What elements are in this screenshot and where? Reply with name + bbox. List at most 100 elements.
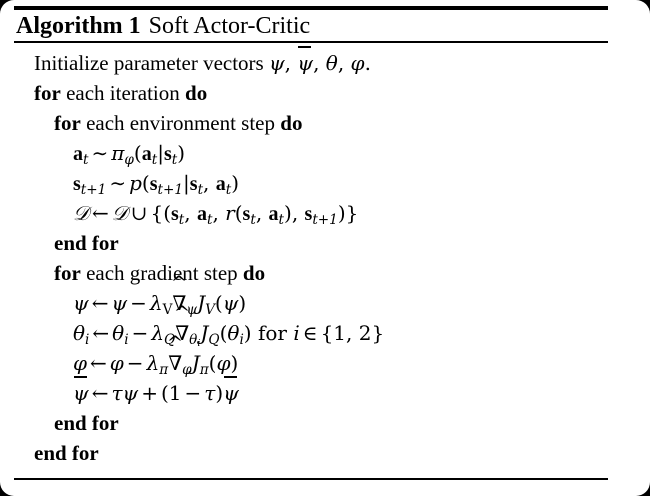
symbol-phi-2: φ xyxy=(73,351,88,375)
subscript-tplus1-1: t+1 xyxy=(80,181,107,198)
init-symbols: ψ, ψ, θ, φ. xyxy=(268,46,371,78)
keyword-end-for-1: end for xyxy=(54,231,119,255)
algorithm-line-update-psi-bar: ψ←τψ+(1−τ)ψ xyxy=(0,376,650,408)
keyword-for-1: for xyxy=(34,81,61,105)
value-one: 1 xyxy=(333,321,347,345)
comma-9: , xyxy=(346,321,353,345)
symbol-nabla-3: ∇ xyxy=(168,348,182,378)
algorithm-line-sample-next-state: st+1∼p(st+1|st, at) xyxy=(73,171,240,198)
comma-8: , xyxy=(291,201,299,225)
symbol-lambda-2: λ xyxy=(151,321,165,345)
symbol-s-3: s xyxy=(149,173,158,195)
symbol-theta: θ xyxy=(325,51,338,75)
subscript-t-1: t xyxy=(83,151,89,168)
operator-leftarrow-2: ← xyxy=(91,291,109,315)
algorithm-title: Algorithm 1 Soft Actor-Critic xyxy=(16,12,310,40)
rule-title-separator xyxy=(14,41,608,43)
comma-5: , xyxy=(184,201,191,225)
sub-theta-1: θ xyxy=(189,331,198,348)
subscript-t-4: t xyxy=(197,181,204,198)
value-one-2: 1 xyxy=(168,381,182,405)
algorithm-line-update-theta: θi←θi−λQ∇θiJQ(θi) for i∈{1, 2} xyxy=(0,318,650,349)
operator-leftarrow-1: ← xyxy=(91,201,109,225)
subscript-t-7: t xyxy=(206,211,213,228)
comma-1: , xyxy=(284,51,292,75)
symbol-r-1: r xyxy=(225,201,235,225)
operator-sim-2: ∼ xyxy=(109,171,127,195)
sub-i-1: i xyxy=(197,337,201,349)
subscript-Q-2: Q xyxy=(208,331,220,348)
operator-minus-1: − xyxy=(130,291,147,315)
operator-sim-1: ∼ xyxy=(91,141,109,165)
symbol-theta-3: θ xyxy=(227,321,240,345)
symbol-a-5: a xyxy=(268,203,279,225)
subscript-V-2: V xyxy=(205,301,215,318)
symbol-J-2: J xyxy=(200,321,209,345)
operator-cup-1: ∪ xyxy=(130,201,148,225)
keyword-for-3: for xyxy=(54,261,81,285)
keyword-do-1: do xyxy=(185,81,208,105)
keyword-end-for-2: end for xyxy=(54,411,119,435)
algorithm-line-init: Initialize parameter vectors ψ, ψ, θ, φ. xyxy=(0,46,650,78)
subscript-i-3: i xyxy=(239,331,244,348)
algorithm-line-append-buffer: 𝒟←𝒟∪{(st, at, r(st, at), st+1)} xyxy=(73,201,359,228)
algorithm-line-for-gradient-step: for each gradient step do xyxy=(0,258,650,288)
symbol-s-1: s xyxy=(163,143,172,165)
subscript-t-2: t xyxy=(151,151,158,168)
subscript-phi-2: φ xyxy=(182,361,192,378)
subscript-tplus1-2: t+1 xyxy=(157,181,184,198)
subscript-theta-i-1: θi xyxy=(189,331,201,349)
symbol-psi-2: ψ xyxy=(73,291,89,315)
subscript-t-3: t xyxy=(171,151,178,168)
comma-7: , xyxy=(255,201,263,225)
symbol-psi-3: ψ xyxy=(111,291,128,315)
symbol-phi-4: φ xyxy=(216,351,231,375)
symbol-J-3: J xyxy=(191,351,200,375)
subscript-t-8: t xyxy=(250,211,256,228)
subscript-psi-1: ψ xyxy=(186,301,198,318)
period-1: . xyxy=(364,51,371,75)
algorithm-line-end-for-env-step: end for xyxy=(0,228,650,258)
keyword-for-2: for xyxy=(54,111,81,135)
symbol-psi-bar-2: ψ xyxy=(223,376,239,408)
subscript-phi-1: φ xyxy=(124,151,134,168)
comma-4: , xyxy=(203,171,210,195)
symbol-s-2: s xyxy=(73,173,81,195)
algorithm-line-for-iteration: for each iteration do xyxy=(0,78,650,108)
symbol-psi: ψ xyxy=(268,51,285,75)
operator-leftarrow-5: ← xyxy=(91,381,109,405)
symbol-s-6: s xyxy=(242,203,251,225)
algorithm-title-name: Soft Actor-Critic xyxy=(148,13,311,39)
symbol-a-1: a xyxy=(73,143,83,165)
subscript-i-2: i xyxy=(124,331,129,348)
operator-minus-4: − xyxy=(184,381,202,405)
operator-minus-3: − xyxy=(126,351,144,375)
comma-2: , xyxy=(313,51,320,75)
operator-mid-1: | xyxy=(157,141,164,165)
algorithm-line-end-for-gradient-step: end for xyxy=(0,408,650,438)
algorithm-line-update-phi: φ←φ−λπ∇φJπ(φ) xyxy=(0,348,650,378)
subscript-V-1: V xyxy=(162,301,173,318)
symbol-lambda-1: λ xyxy=(149,291,163,315)
init-text: Initialize parameter vectors xyxy=(34,51,264,75)
algorithm-line-end-for-iteration: end for xyxy=(0,438,650,468)
algorithm-title-keyword: Algorithm 1 xyxy=(16,13,141,39)
symbol-phi: φ xyxy=(350,51,365,75)
operator-mid-2: | xyxy=(183,171,190,195)
symbol-s-5: s xyxy=(171,203,179,225)
symbol-calD-1: 𝒟 xyxy=(73,201,89,225)
keyword-for-i: for xyxy=(257,321,287,345)
symbol-tau-2: τ xyxy=(204,381,216,405)
for-iteration-text: each iteration xyxy=(66,81,180,105)
symbol-psi-bar: ψ xyxy=(297,46,313,78)
keyword-do-2: do xyxy=(280,111,303,135)
comma-6: , xyxy=(212,201,219,225)
algorithm-body: Initialize parameter vectors ψ, ψ, θ, φ.… xyxy=(0,46,650,468)
subscript-pi-1: π xyxy=(159,361,169,378)
value-two: 2 xyxy=(358,321,372,345)
symbol-theta-2: θ xyxy=(112,321,125,345)
symbol-i-var: i xyxy=(293,321,300,345)
subscript-t-5: t xyxy=(225,181,232,198)
